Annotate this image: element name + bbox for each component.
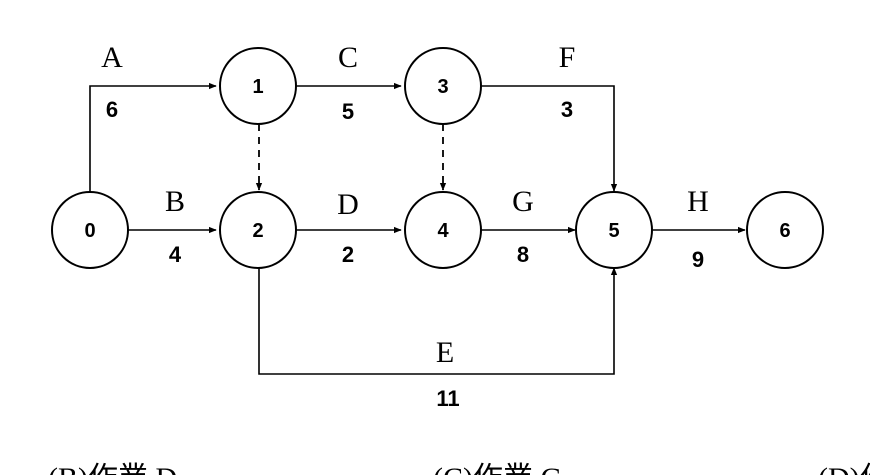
activity-E-duration: 11 <box>436 386 459 411</box>
node-0: 0 <box>51 191 129 269</box>
activity-F-name: F <box>559 41 576 74</box>
node-6-label: 6 <box>779 220 790 242</box>
activity-D-name: D <box>337 188 359 221</box>
activity-G-name: G <box>512 185 534 218</box>
node-4-label: 4 <box>437 220 449 242</box>
activity-A-name: A <box>101 41 123 74</box>
node-5-label: 5 <box>608 220 619 242</box>
activity-G-duration: 8 <box>517 242 529 267</box>
node-2-label: 2 <box>252 220 263 242</box>
activity-H-duration: 9 <box>692 247 704 272</box>
activity-C-name: C <box>338 41 358 74</box>
edge-E <box>258 267 618 375</box>
node-0-label: 0 <box>84 220 95 242</box>
activity-E-name: E <box>436 336 454 369</box>
option-C: (C)作業 G <box>433 462 562 475</box>
node-3-label: 3 <box>437 76 448 98</box>
activity-F-duration: 3 <box>561 97 573 122</box>
node-3: 3 <box>404 47 482 125</box>
activity-B-name: B <box>165 185 185 218</box>
node-5: 5 <box>575 191 653 269</box>
node-4: 4 <box>404 191 482 269</box>
option-D: (D)作 <box>818 462 870 475</box>
activity-H-name: H <box>687 185 709 218</box>
activity-B-duration: 4 <box>169 242 182 267</box>
node-1-label: 1 <box>252 76 263 98</box>
activity-D-duration: 2 <box>342 242 354 267</box>
edge-F <box>481 85 618 192</box>
activity-A-duration: 6 <box>106 97 118 122</box>
node-2: 2 <box>219 191 297 269</box>
edge-A <box>89 82 217 192</box>
option-B: (B)作業 D <box>48 462 177 475</box>
node-1: 1 <box>219 47 297 125</box>
activity-C-duration: 5 <box>342 99 354 124</box>
node-6: 6 <box>746 191 824 269</box>
